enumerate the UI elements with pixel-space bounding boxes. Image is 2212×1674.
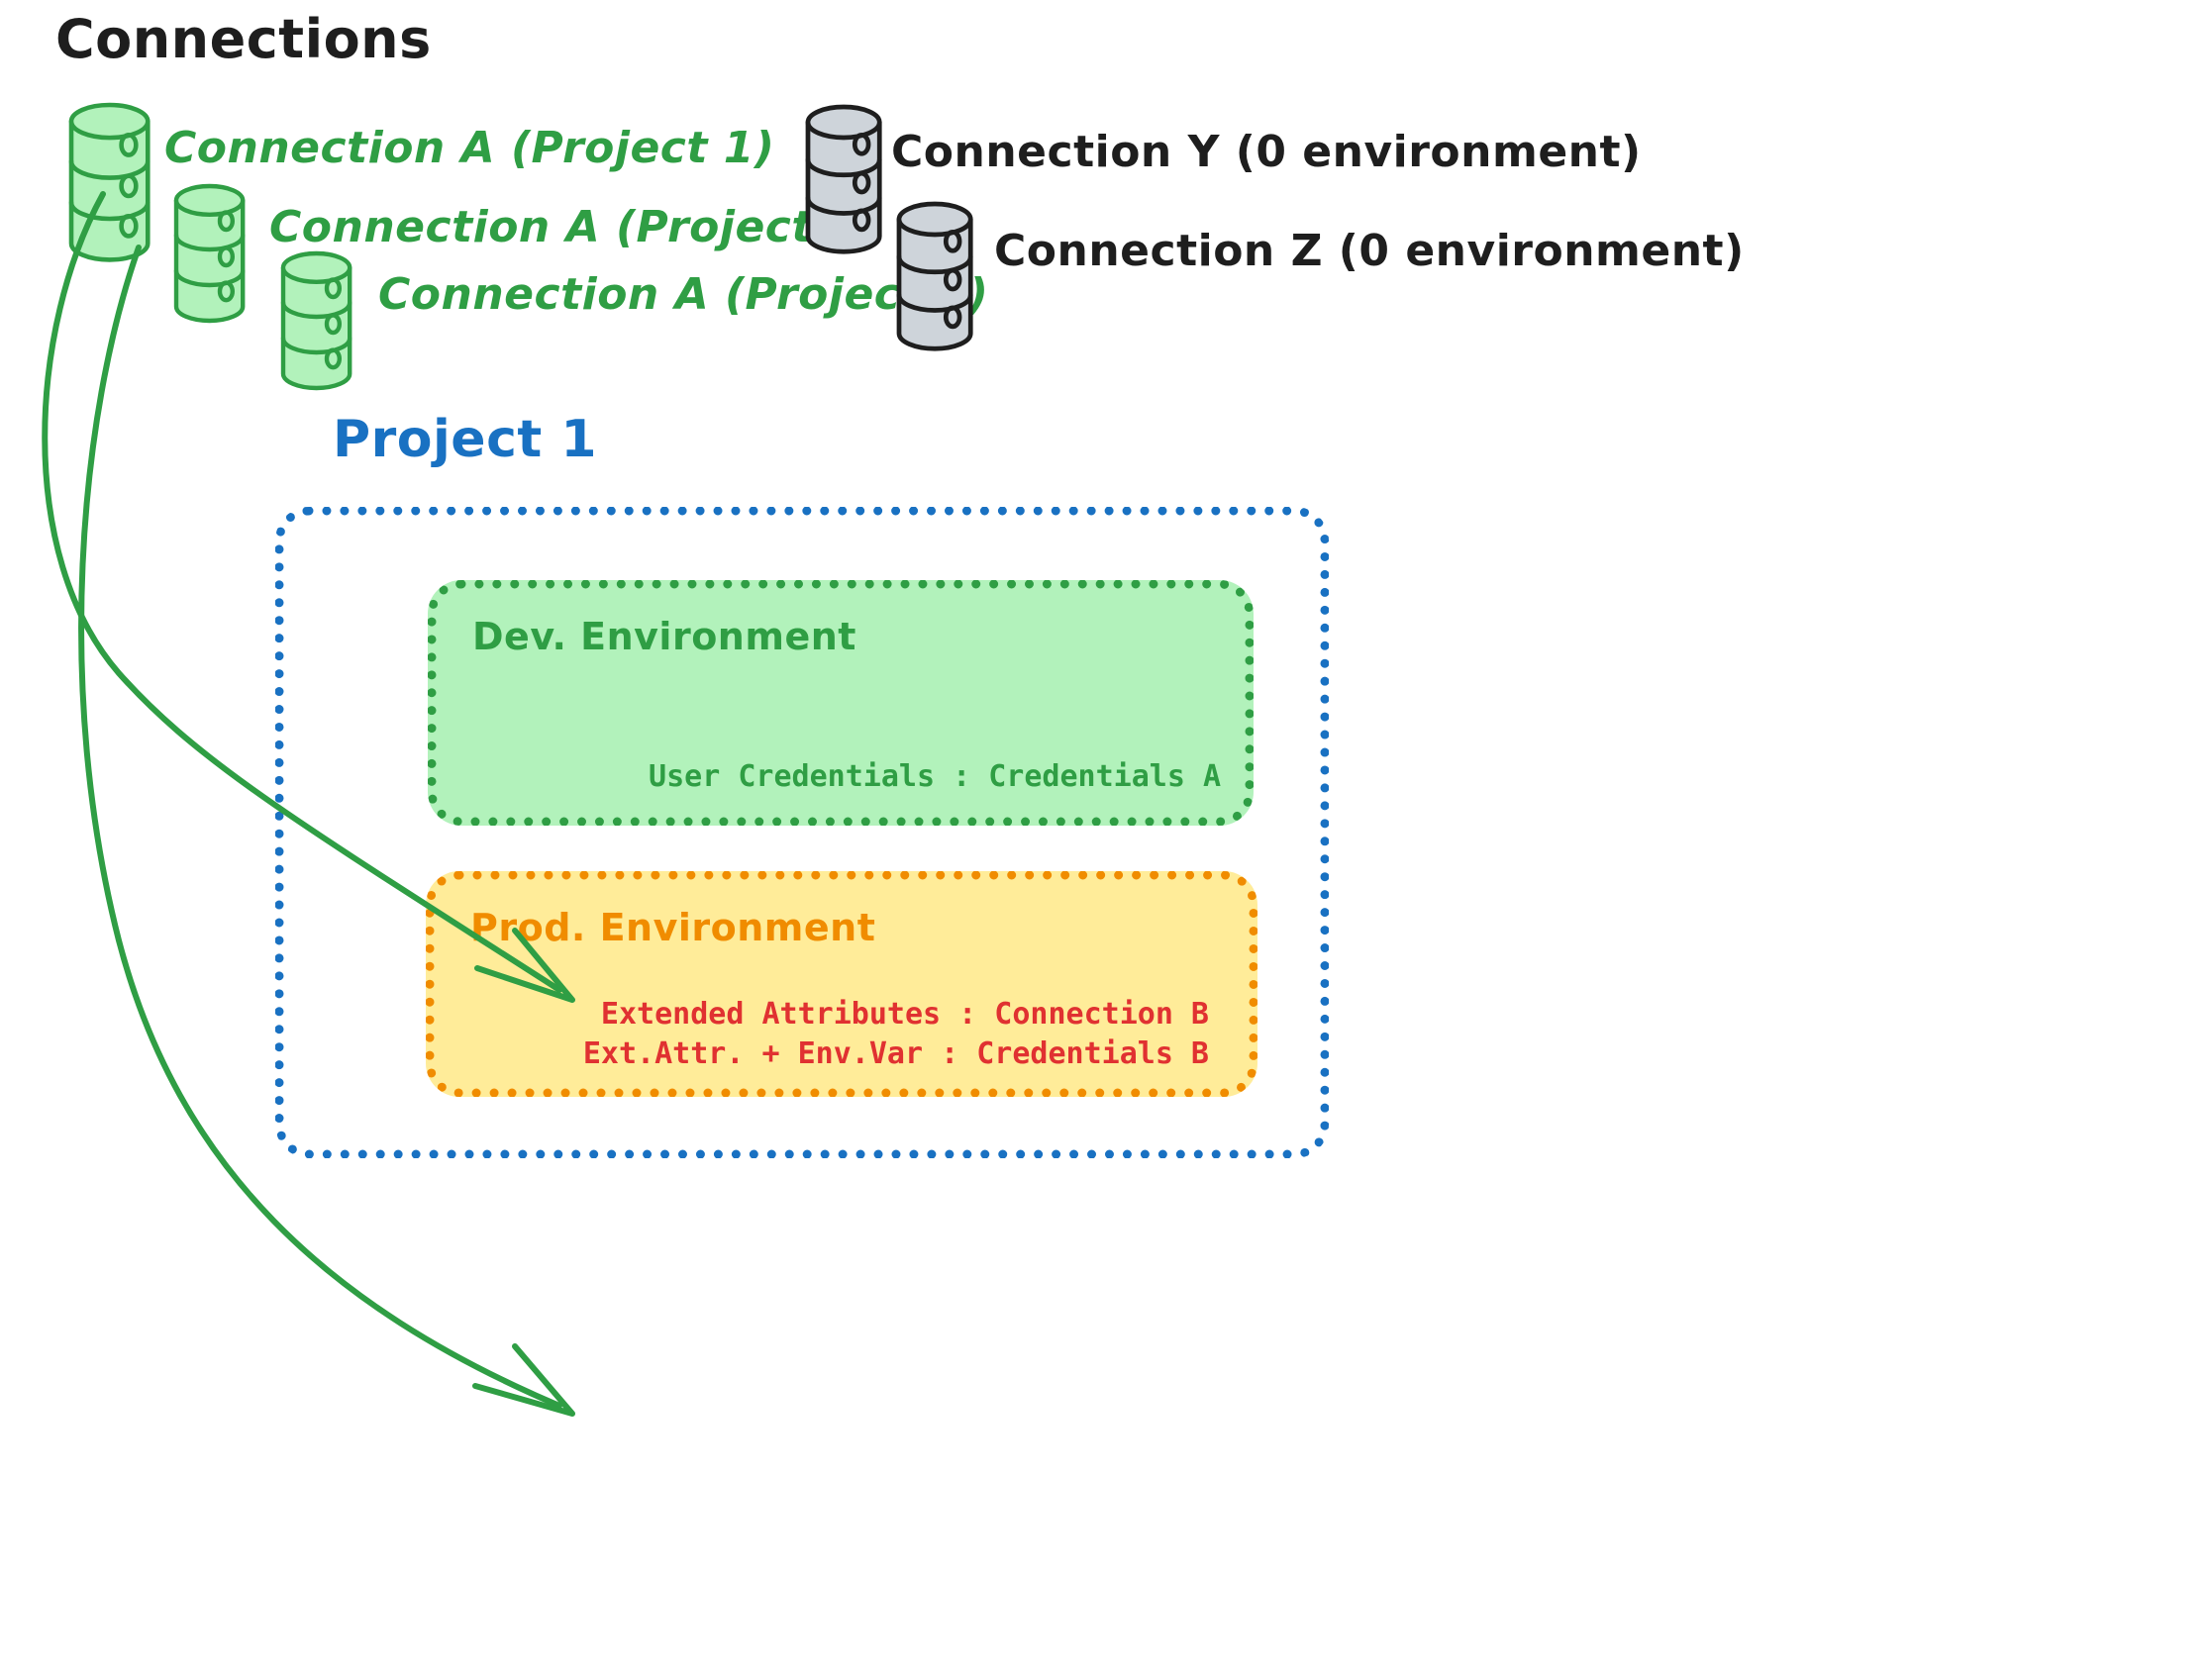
connection-label-a-project-2: Connection A (Project 2) <box>269 202 880 252</box>
prod-environment-box: Prod. Environment Extended Attributes : … <box>426 871 1257 1097</box>
connection-label-y: Connection Y (0 environment) <box>891 127 1642 177</box>
project-title: Project 1 <box>333 410 598 469</box>
database-icon-connection-a-project-2 <box>176 186 243 321</box>
prod-line-ext-attr-env-var: Ext.Attr. + Env.Var : Credentials B <box>582 1036 1209 1071</box>
prod-environment-title: Prod. Environment <box>470 906 876 949</box>
dev-environment-box: Dev. Environment User Credentials : Cred… <box>428 580 1254 826</box>
dev-environment-title: Dev. Environment <box>472 615 856 658</box>
prod-environment-attributes: Extended Attributes : Connection B Ext.A… <box>583 995 1209 1074</box>
connection-label-a-project-1: Connection A (Project 1) <box>164 123 775 173</box>
database-icon-connection-a-project-3 <box>283 253 350 388</box>
database-icon-connection-a-project-1 <box>71 105 148 259</box>
connection-label-a-project-3: Connection A (Project 3) <box>378 269 989 320</box>
connection-label-z: Connection Z (0 environment) <box>994 226 1745 276</box>
page-title: Connections <box>55 8 432 70</box>
prod-line-extended-attributes: Extended Attributes : Connection B <box>600 997 1209 1032</box>
dev-environment-credentials: User Credentials : Credentials A <box>649 759 1221 794</box>
